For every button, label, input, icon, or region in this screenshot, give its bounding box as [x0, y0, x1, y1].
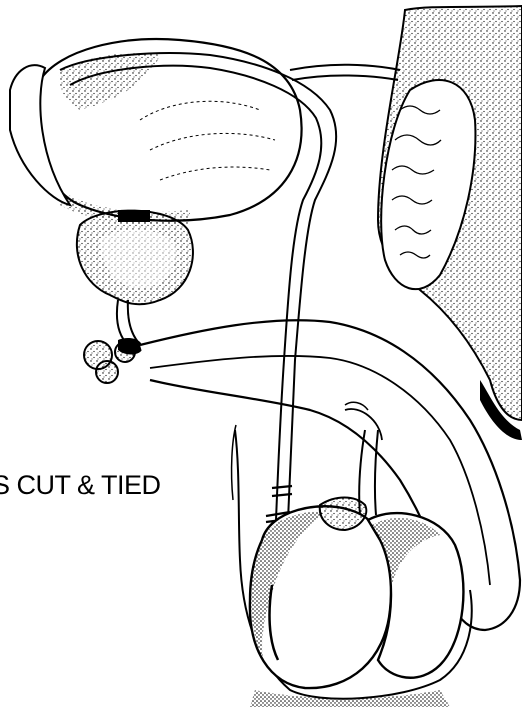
prostate — [77, 211, 193, 345]
cut-and-tied-label: S CUT & TIED — [0, 470, 161, 501]
glands — [84, 338, 142, 383]
